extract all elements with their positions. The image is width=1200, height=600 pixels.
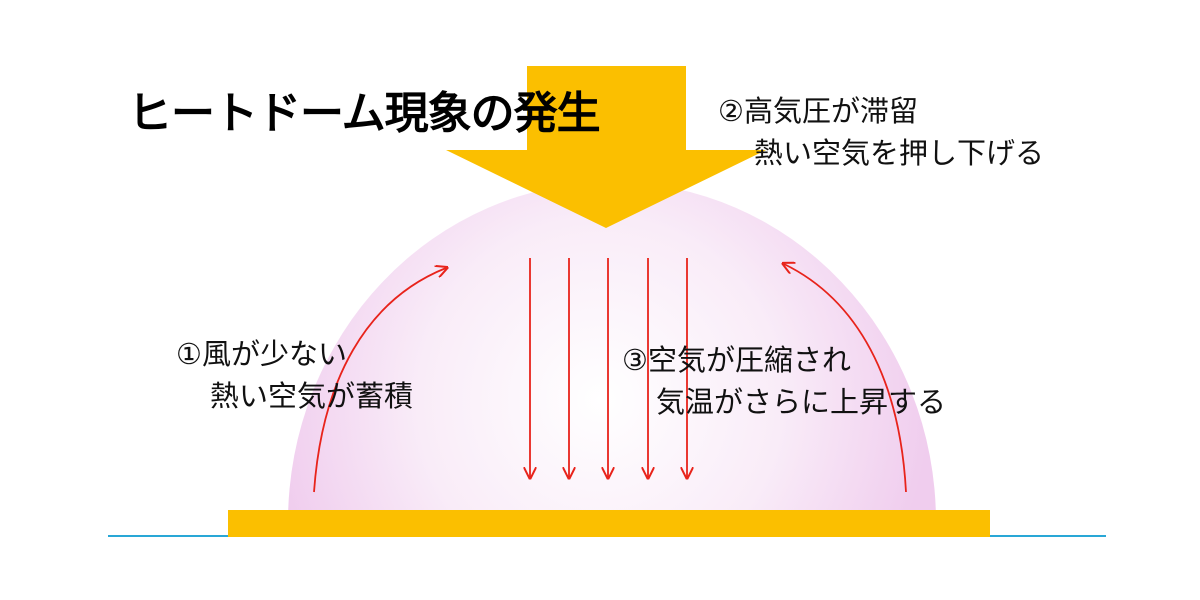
ground-bar bbox=[228, 510, 990, 537]
rising-air-arrow-left bbox=[313, 268, 446, 493]
rising-air-arrow-right bbox=[784, 264, 907, 493]
low-wind-note-line2: 熱い空気が蓄積 bbox=[210, 379, 414, 413]
diagram-title: ヒートドーム現象の発生 bbox=[128, 88, 601, 139]
compression-arrows bbox=[530, 258, 687, 477]
compression-note-line1: ③空気が圧縮され bbox=[622, 343, 851, 377]
low-wind-note-line1: ①風が少ない bbox=[176, 337, 347, 371]
high-pressure-arrow bbox=[446, 66, 766, 228]
high-pressure-note-line2: 熱い空気を押し下げる bbox=[754, 136, 1045, 170]
high-pressure-note: ②高気圧が滞留 熱い空気を押し下げる bbox=[718, 90, 1044, 174]
high-pressure-note-line1: ②高気圧が滞留 bbox=[718, 94, 918, 128]
compression-note: ③空気が圧縮され 気温がさらに上昇する bbox=[622, 339, 946, 423]
compression-note-line2: 気温がさらに上昇する bbox=[656, 385, 947, 419]
low-wind-note: ①風が少ない 熱い空気が蓄積 bbox=[176, 333, 413, 417]
